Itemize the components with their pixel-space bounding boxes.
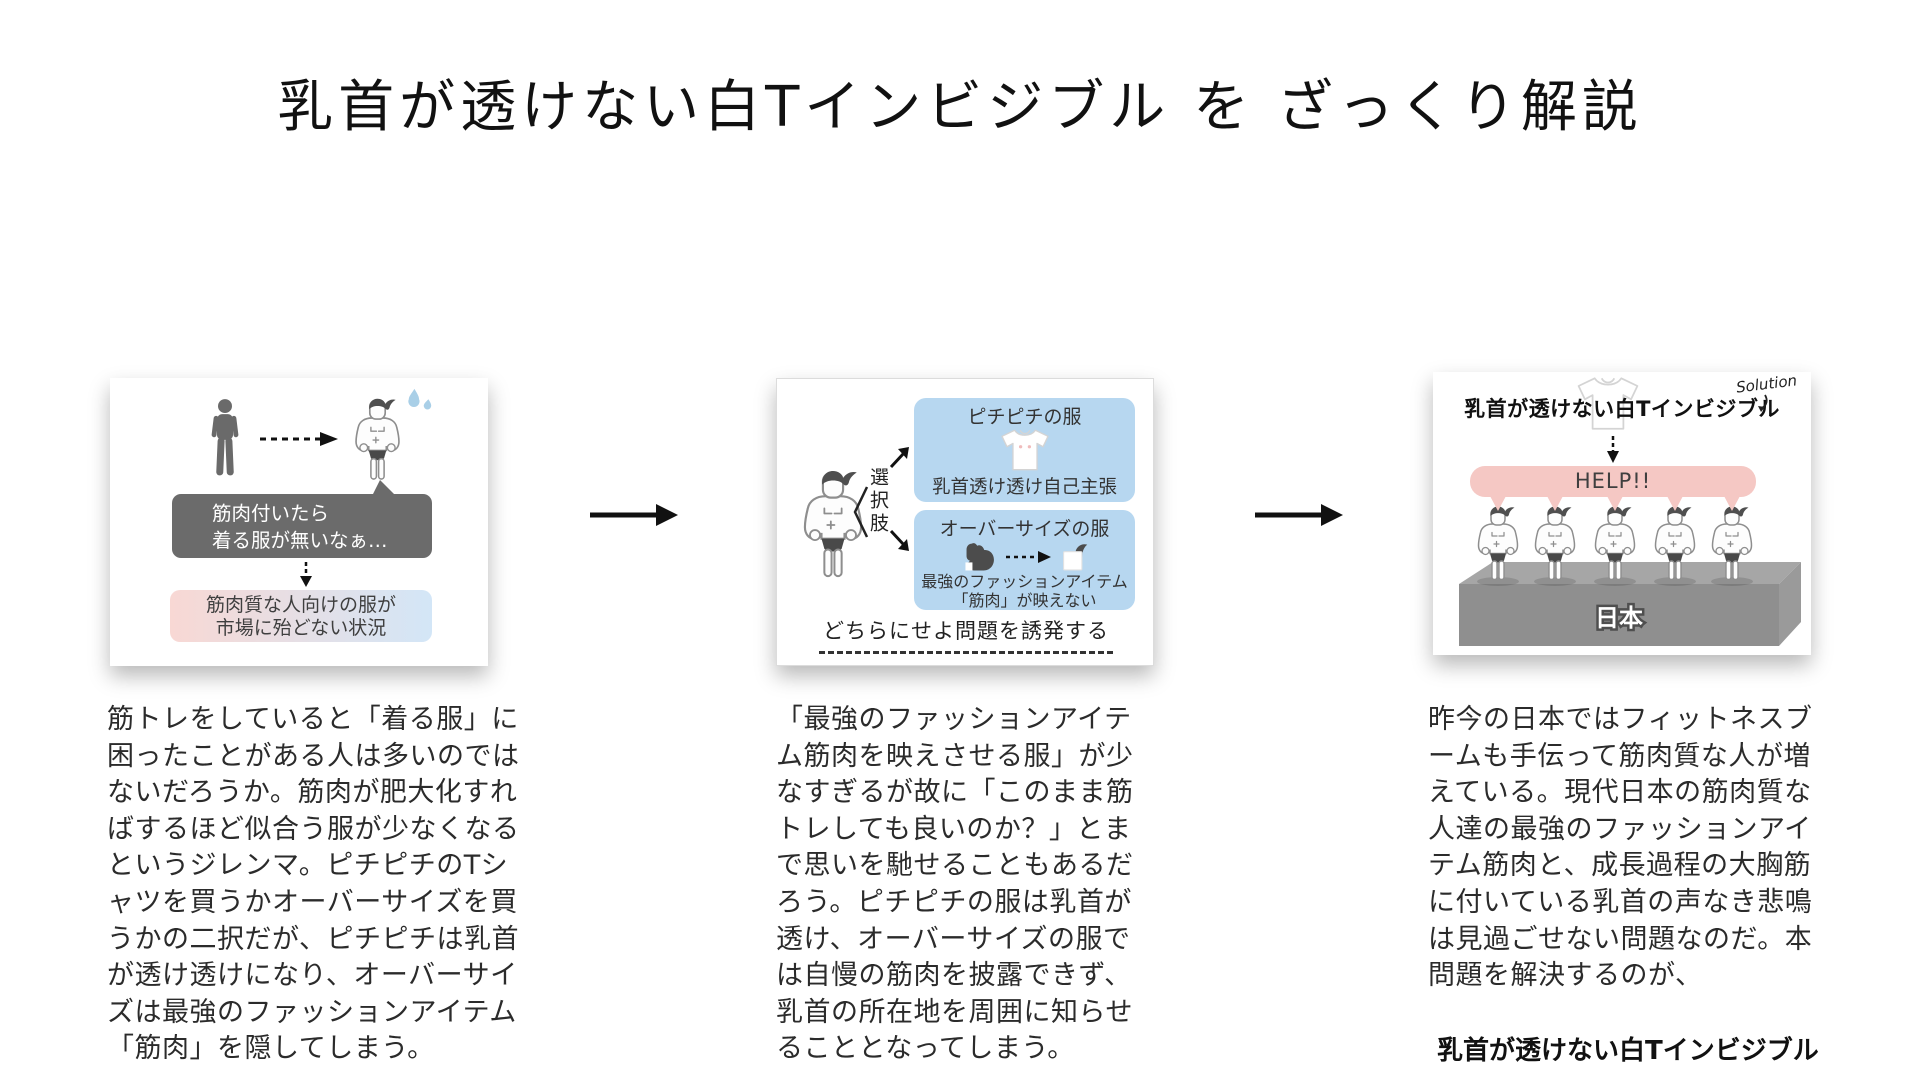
arrow-down-right-icon	[889, 529, 909, 551]
banner-tail	[1724, 496, 1740, 511]
shadow	[1654, 577, 1696, 586]
option-tight-caption: 乳首透け透け自己主張	[931, 477, 1117, 498]
option-oversize-caption: 最強のファッションアイテム 「筋肉」が映えない	[921, 572, 1128, 610]
option-tight-clothes: ピチピチの服 乳首透け透け自己主張	[914, 398, 1135, 502]
shadow	[1477, 577, 1519, 586]
dashed-arrow-down-icon	[1607, 436, 1619, 463]
help-banner: HELP!!	[1470, 466, 1756, 497]
banner-tail	[1667, 496, 1683, 511]
panel-solution: 乳首が透けない白Tインビジブル Solution 日本 HELP	[1433, 371, 1811, 655]
speech-bubble-tail	[372, 480, 396, 496]
shadow	[1711, 577, 1753, 586]
muscle-person-icon	[1473, 504, 1523, 584]
curved-arrow-icon	[1758, 394, 1768, 412]
product-name-bold: 乳首が透けない白Tインビジブル	[1437, 1036, 1819, 1066]
banner-tail	[1490, 496, 1506, 511]
sweat-drops-icon	[406, 388, 434, 416]
shadow	[1594, 577, 1636, 586]
option-oversize-title: オーバーサイズの服	[939, 518, 1110, 540]
muscle-person-icon	[1650, 504, 1700, 584]
shadow	[1534, 577, 1576, 586]
muscle-person-icon	[1707, 504, 1757, 584]
arrow-up-right-icon	[889, 447, 909, 469]
paragraph-two-choices: 「最強のファッションアイテ ム筋肉を映えさせる服」が少 なすぎるが故に「このまま…	[776, 704, 1134, 1065]
arrow-right-icon	[590, 504, 678, 526]
person-pictogram-icon	[206, 398, 244, 484]
bicep-transition	[914, 541, 1135, 571]
solution-heading: 乳首が透けない白Tインビジブル	[1464, 397, 1780, 421]
banner-tail	[1547, 496, 1563, 511]
japan-platform: 日本	[1459, 562, 1801, 646]
bicep-icon	[964, 542, 997, 571]
tshirt-icon	[996, 427, 1054, 473]
bicep-hidden-icon	[1060, 542, 1093, 571]
option-oversize-clothes: オーバーサイズの服 最強のファッションアイテム 「筋肉」が映えない	[914, 510, 1135, 610]
page-title: 乳首が透けない白Tインビジブル を ざっくり解説	[277, 75, 1643, 140]
choice-bracket-icon	[853, 486, 869, 538]
panel-problem-origin: 筋肉付いたら 着る服が無いなぁ… 筋肉質な人向けの服が 市場に殆どない状況	[110, 378, 488, 666]
choice-label: 選択肢	[867, 467, 889, 536]
dashed-arrow-right-icon	[260, 432, 338, 446]
arrow-right-icon	[1255, 504, 1343, 526]
stage-label: 日本	[1595, 604, 1643, 632]
muscle-person-icon	[350, 396, 405, 484]
dashed-arrow-down-icon	[300, 562, 312, 587]
muscle-person-icon	[1530, 504, 1580, 584]
banner-tail	[1607, 496, 1623, 511]
muscle-person-icon	[1590, 504, 1640, 584]
dashed-arrow-right-icon	[1006, 551, 1051, 563]
market-status-box: 筋肉質な人向けの服が 市場に殆どない状況	[170, 590, 432, 642]
panel-two-choices: 選択肢 ピチピチの服 乳首透け透け自己主張 オーバーサイズの服	[776, 378, 1154, 666]
speech-bubble: 筋肉付いたら 着る服が無いなぁ…	[172, 494, 432, 558]
conclusion-line: どちらにせよ問題を誘発する	[777, 615, 1155, 654]
paragraph-solution: 昨今の日本ではフィットネスブ ームも手伝って筋肉質な人が増 えている。現代日本の…	[1428, 704, 1813, 992]
paragraph-problem-origin: 筋トレをしていると「着る服」に 困ったことがある人は多いのでは ないだろうか。筋…	[107, 704, 520, 1065]
option-tight-title: ピチピチの服	[967, 406, 1082, 428]
